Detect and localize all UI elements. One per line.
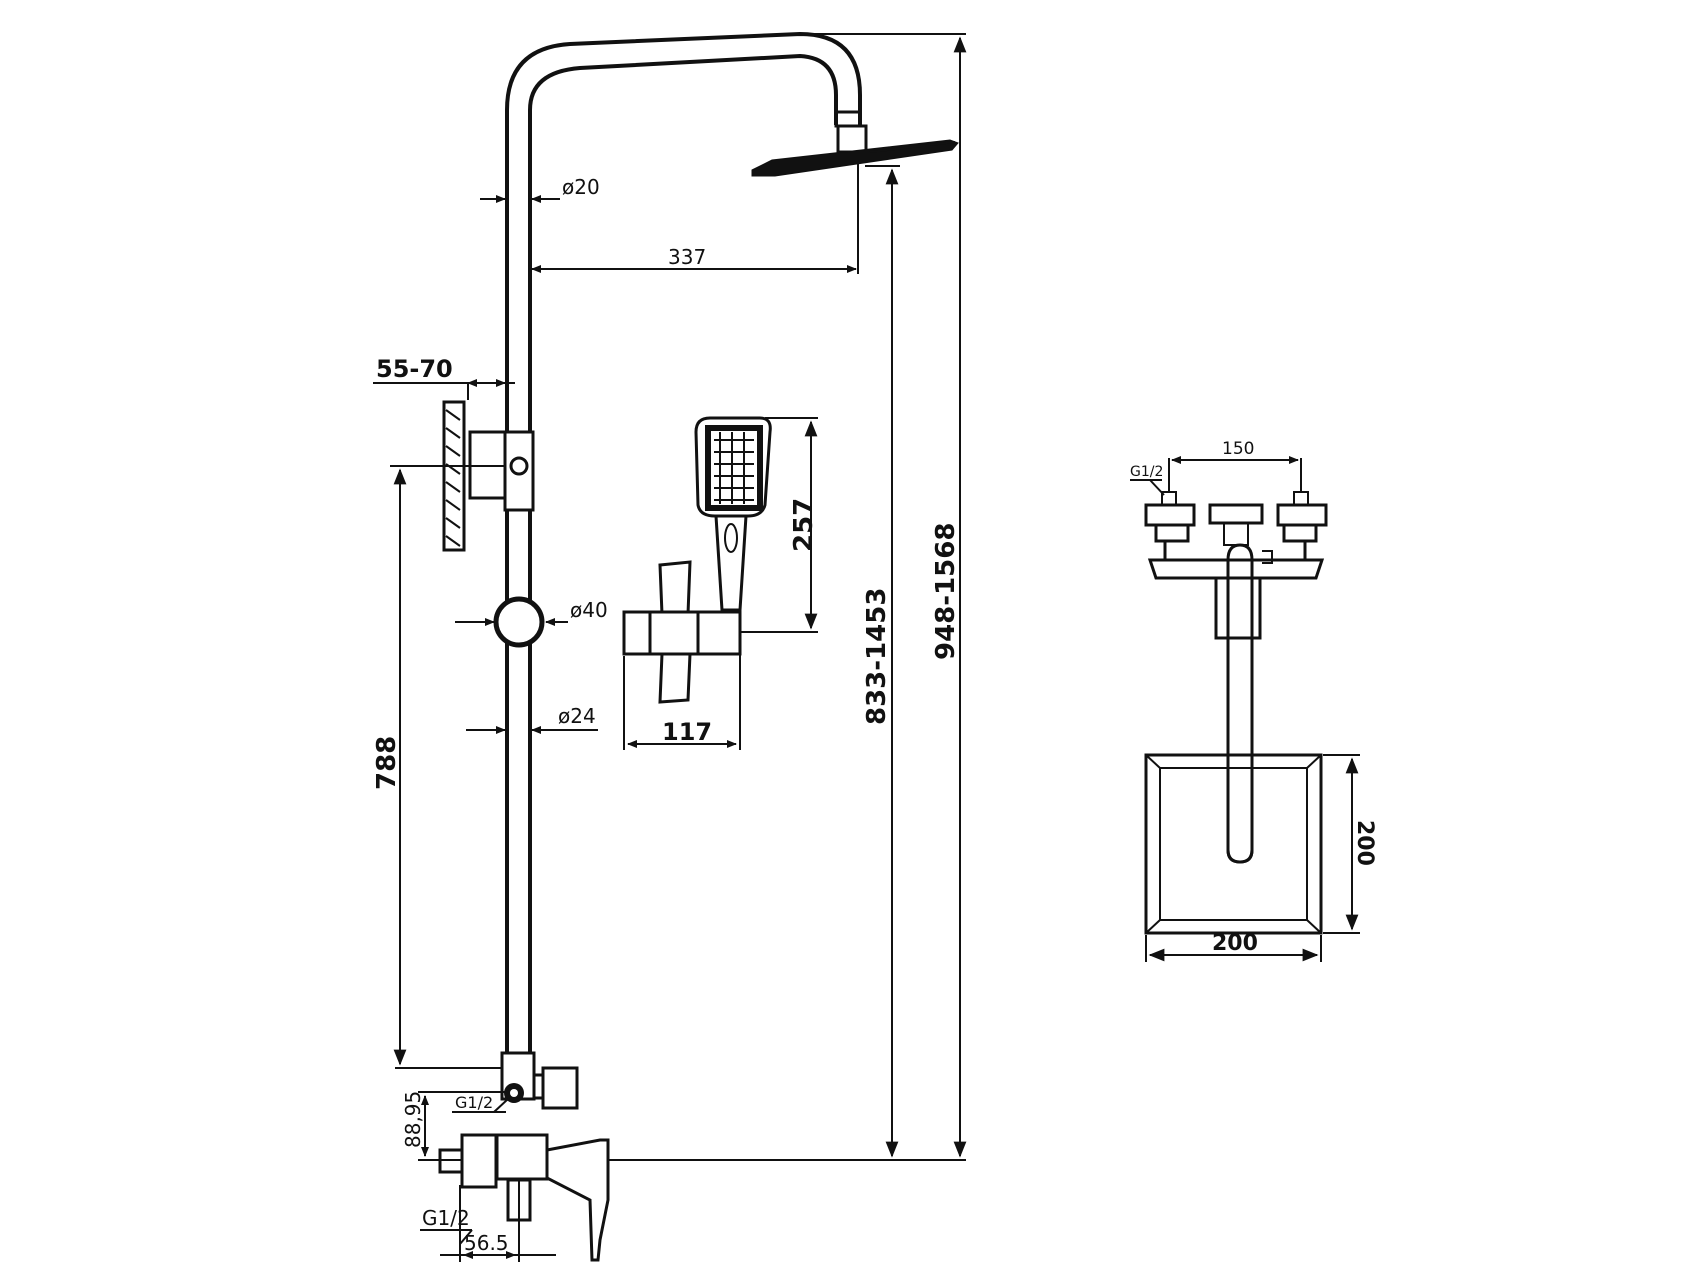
front-left-collar: [1154, 523, 1190, 543]
hand-shower-detail: [622, 416, 772, 704]
dim-head-offset: 337: [668, 245, 706, 269]
dim-head-depth: 200: [1352, 820, 1377, 866]
dim-bar-ring: ø40: [570, 598, 608, 622]
front-center-stem: [1223, 522, 1249, 546]
dim-bar-lower: ø24: [558, 704, 596, 728]
diverter-link: [534, 1073, 543, 1100]
dim-total-height: 948-1568: [931, 523, 961, 660]
slider-knob: [509, 456, 529, 476]
mixer-body: [495, 1133, 549, 1181]
front-mixer-drop: [1214, 576, 1262, 640]
dim-holder-range: 55-70: [376, 355, 453, 383]
mixer-lever: [545, 1138, 610, 1262]
shower-column: [438, 31, 959, 1262]
dim-inlet-offset: 56.5: [464, 1231, 509, 1255]
diverter-port-inner: [510, 1089, 518, 1097]
dim-pipe-diameter: ø20: [562, 175, 600, 199]
head-connector: [834, 110, 862, 128]
front-riser: [1226, 543, 1254, 864]
holder-plate: [442, 400, 466, 552]
front-left-nut: [1144, 503, 1196, 527]
dimensions-right: 150 G1/2 200 200: [1130, 439, 1377, 962]
dim-mixer-spacing: 150: [1222, 439, 1254, 459]
dim-mixer-thread: G1/2: [1130, 464, 1163, 480]
diverter-valve: [541, 1066, 579, 1110]
bar-ring: [493, 596, 545, 648]
hand-shower-head: [694, 416, 772, 518]
front-center-cap: [1208, 503, 1264, 525]
front-right-inlet: [1293, 491, 1309, 506]
hand-shower-handle: [714, 514, 748, 612]
dimensions-left: ø20 337 55-70 788 ø40 ø24 257 117: [372, 33, 967, 1262]
front-handle-link: [1262, 550, 1273, 564]
dim-head-width: 200: [1212, 931, 1258, 956]
head-plan-inner: [1159, 767, 1308, 921]
hand-shower-nozzle-grid: [714, 432, 754, 504]
handle-slot: [724, 523, 738, 553]
front-mixer-shoulders: [1163, 541, 1307, 560]
hand-shower-face: [705, 425, 763, 511]
dim-slide-rail: 788: [372, 736, 402, 790]
mixer-left-nut: [460, 1133, 498, 1189]
riser-pipe-outline-inner: [528, 53, 838, 1062]
riser-pipe-outline-outer: [505, 31, 862, 1062]
holder-teeth: [445, 409, 461, 547]
head-plan-bevel: [1145, 754, 1322, 934]
dim-holder-width: 117: [662, 718, 712, 746]
front-right-collar: [1282, 523, 1318, 543]
holder-clamp-center: [648, 610, 700, 656]
front-view: [1144, 491, 1328, 935]
head-plan-outer: [1144, 753, 1323, 935]
holder-bar-top: [658, 560, 692, 616]
holder-bar-bottom: [658, 652, 692, 704]
dim-handshower-height: 257: [789, 498, 819, 552]
front-mixer-body: [1147, 558, 1325, 580]
head-nut: [836, 124, 868, 154]
dim-diverter-thread: G1/2: [455, 1093, 493, 1112]
front-right-nut: [1276, 503, 1328, 527]
front-riser-over-head: [1226, 755, 1254, 864]
dim-diverter-offset: 88,95: [401, 1091, 425, 1148]
head-edge-line: [869, 141, 956, 153]
dim-inner-height: 833-1453: [862, 588, 892, 725]
dim-inlet-thread: G1/2: [422, 1206, 470, 1230]
